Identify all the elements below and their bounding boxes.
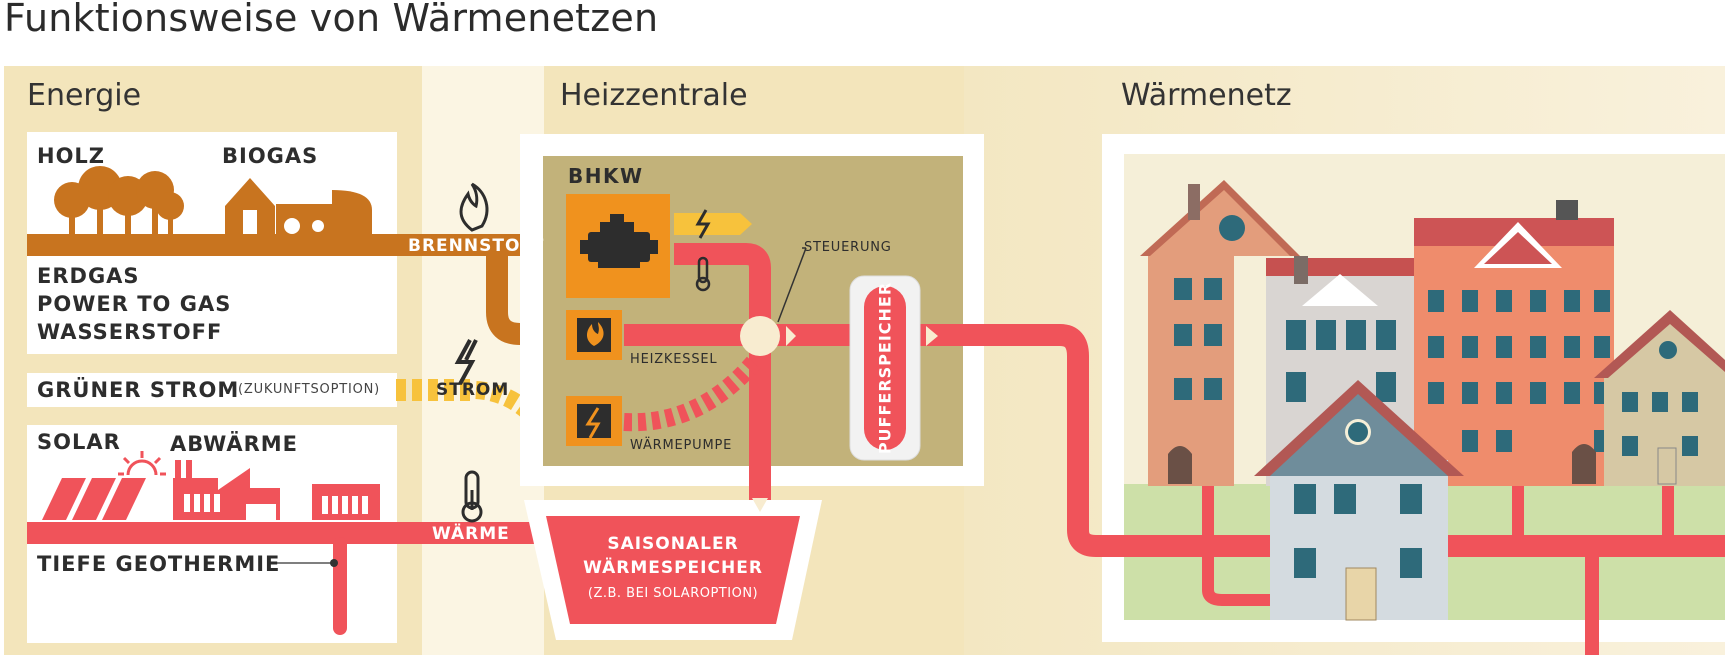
label-gruener-strom: GRÜNER STROM (37, 378, 240, 402)
farm-icon (225, 178, 372, 236)
flow-waerme: WÄRME (432, 524, 510, 544)
label-wasserstoff: WASSERSTOFF (37, 320, 223, 344)
label-bhkw: BHKW (568, 164, 644, 188)
label-abwaerme: ABWÄRME (170, 432, 298, 456)
storage-line2: WÄRMESPEICHER (583, 558, 763, 578)
storage-line1: SAISONALER (607, 534, 739, 554)
trees-icon (54, 166, 184, 234)
engine-icon (580, 214, 658, 268)
solar-panels-icon (42, 478, 146, 520)
house-1 (1140, 180, 1300, 486)
section-energie: Energie (27, 78, 142, 113)
strom-dashes (396, 379, 470, 401)
label-tiefe-geothermie: TIEFE GEOTHERMIE (37, 552, 281, 576)
label-pufferspeicher: PUFFERSPEICHER (875, 281, 895, 455)
label-holz: HOLZ (37, 144, 106, 168)
section-heizzentrale: Heizzentrale (560, 78, 748, 113)
sun-icon (118, 451, 166, 476)
factory-icon (173, 460, 380, 520)
storage-line3: (Z.B. BEI SOLAROPTION) (587, 586, 759, 601)
flow-strom: STROM (436, 380, 510, 400)
net-pipe (980, 324, 1725, 557)
label-steuerung: STEUERUNG (804, 240, 892, 255)
house-4 (1594, 310, 1725, 486)
lightning-icon (454, 339, 478, 385)
label-solar: SOLAR (37, 430, 121, 454)
label-waermepumpe: WÄRMEPUMPE (630, 438, 733, 453)
strom-box (27, 373, 397, 407)
flow-brennstoff: BRENNSTOFF (408, 236, 546, 256)
house-5 (1254, 380, 1464, 621)
label-power-to-gas: POWER TO GAS (37, 292, 232, 316)
flame-icon (459, 182, 489, 232)
label-erdgas: ERDGAS (37, 264, 140, 288)
steuerung-node (740, 316, 780, 356)
fuel-branch (486, 256, 566, 345)
page-title: Funktionsweise von Wärmenetzen (4, 0, 659, 40)
thermometer-icon (461, 470, 483, 523)
label-zukunftsoption: (ZUKUNFTSOPTION) (238, 382, 381, 397)
heat-line (27, 522, 547, 544)
label-biogas: BIOGAS (222, 144, 319, 168)
fuel-line (27, 234, 537, 256)
label-heizkessel: HEIZKESSEL (630, 352, 718, 367)
house-3 (1414, 200, 1614, 486)
section-waermenetz: Wärmenetz (1121, 78, 1292, 113)
